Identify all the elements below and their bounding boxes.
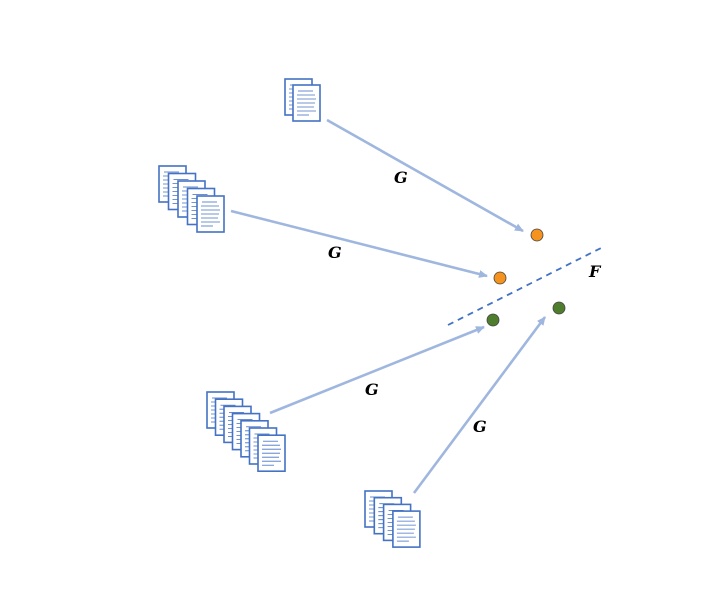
decision-boundary-line [447, 245, 606, 326]
document-icon [392, 510, 421, 548]
document-icon [257, 434, 286, 473]
point-green-left [486, 313, 500, 327]
point-orange-lower [493, 271, 507, 285]
document-icon [196, 195, 225, 233]
arrow-label-lower-left: G [365, 380, 379, 399]
arrow-label-bottom: G [473, 417, 487, 436]
document-stack-upper-left [158, 165, 225, 233]
arrow-upper-left-to-orange [230, 209, 488, 278]
point-green-right [552, 301, 566, 315]
boundary-label: F [588, 262, 602, 281]
arrow-top-to-orange [326, 118, 524, 233]
document-stack-top [284, 78, 321, 122]
document-stack-bottom [364, 490, 421, 548]
arrow-label-upper-left: G [328, 243, 342, 262]
point-orange-upper [530, 228, 544, 242]
arrow-lower-left-to-green [269, 325, 485, 415]
document-stack-lower-left [206, 391, 286, 473]
document-icon [292, 84, 321, 122]
arrow-bottom-to-green [412, 316, 547, 494]
arrow-label-top: G [394, 168, 408, 187]
